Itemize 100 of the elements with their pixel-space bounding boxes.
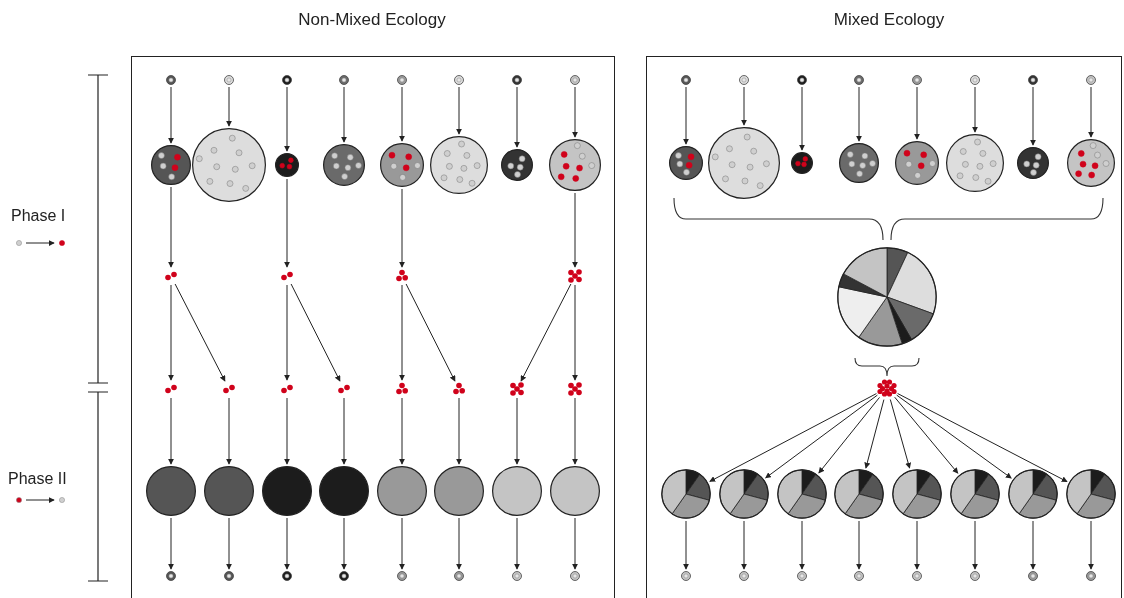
arrow: [856, 520, 862, 570]
phase-label: Phase II: [8, 470, 67, 488]
dot-cluster-icon: [395, 269, 409, 283]
arrow: [889, 399, 912, 469]
arrow: [284, 397, 290, 465]
arrow: [399, 517, 405, 570]
pie-chart: [661, 469, 711, 519]
arrow: [174, 283, 226, 382]
arrow: [972, 86, 978, 133]
arrow: [226, 86, 232, 127]
arrow: [168, 397, 174, 465]
small-cell-icon: [166, 75, 176, 85]
dot-cluster-icon: [280, 382, 294, 396]
shaded-circle: [204, 466, 254, 516]
dotted-circle: [380, 143, 424, 187]
arrow: [572, 192, 578, 268]
pie-chart: [1008, 469, 1058, 519]
arrow: [1088, 86, 1094, 138]
arrow: [168, 517, 174, 570]
dot-cluster-icon: [510, 382, 524, 396]
pie-chart: [950, 469, 1000, 519]
arrow: [341, 86, 347, 143]
small-cell-icon: [970, 75, 980, 85]
arrow: [572, 517, 578, 570]
dot-cluster-icon: [568, 382, 582, 396]
arrow: [456, 517, 462, 570]
shaded-circle: [550, 466, 600, 516]
panel-title: Mixed Ecology: [833, 10, 945, 30]
small-cell-icon: [797, 75, 807, 85]
arrow: [399, 86, 405, 142]
arrow: [914, 520, 920, 570]
arrow: [520, 283, 572, 382]
shaded-circle: [492, 466, 542, 516]
dot-cluster-icon: [164, 382, 178, 396]
arrow: [290, 283, 341, 382]
dotted-circle: [791, 152, 813, 174]
arrow: [284, 284, 290, 381]
dotted-circle: [151, 145, 191, 185]
arrow: [226, 517, 232, 570]
dotted-circle: [323, 144, 365, 186]
arrow: [168, 284, 174, 381]
arrow: [284, 517, 290, 570]
small-cell-icon: [1086, 571, 1096, 581]
dot-cluster-icon: [452, 382, 466, 396]
small-cell-icon: [681, 571, 691, 581]
dotted-circle: [501, 149, 533, 181]
arrow: [572, 86, 578, 138]
shaded-circle: [434, 466, 484, 516]
small-cell-icon: [224, 75, 234, 85]
arrow: [914, 86, 920, 140]
dotted-circle: [895, 141, 939, 185]
dot-cluster-icon: [280, 269, 294, 283]
arrow: [456, 397, 462, 465]
arrow: [399, 188, 405, 268]
small-cell-icon: [1028, 571, 1038, 581]
arrow: [683, 520, 689, 570]
arrow: [341, 517, 347, 570]
phase-label: Phase I: [11, 207, 66, 225]
small-cell-icon: [397, 75, 407, 85]
small-cell-icon: [797, 571, 807, 581]
arrow: [284, 178, 290, 268]
small-cell-icon: [282, 75, 292, 85]
pie-chart: [719, 469, 769, 519]
small-cell-icon: [681, 75, 691, 85]
dotted-circle: [549, 139, 601, 191]
dot-cluster-icon: [568, 269, 582, 283]
small-cell-icon: [912, 75, 922, 85]
dotted-circle: [708, 127, 780, 199]
arrow: [514, 86, 520, 148]
arrow: [1030, 520, 1036, 570]
shaded-circle: [319, 466, 369, 516]
small-cell-icon: [739, 571, 749, 581]
shaded-circle: [262, 466, 312, 516]
small-cell-icon: [854, 571, 864, 581]
arrow: [456, 86, 462, 135]
shaded-circle: [146, 466, 196, 516]
arrow: [799, 86, 805, 151]
arrow: [572, 284, 578, 381]
arrow: [799, 520, 805, 570]
dotted-circle: [192, 128, 266, 202]
arrow: [896, 394, 1012, 479]
pie-chart: [892, 469, 942, 519]
small-cell-icon: [1028, 75, 1038, 85]
arrow: [897, 393, 1068, 483]
dot-cluster-icon: [164, 269, 178, 283]
arrow: [226, 397, 232, 465]
small-cell-icon: [454, 75, 464, 85]
shaded-circle: [377, 466, 427, 516]
dot-cluster-icon: [337, 382, 351, 396]
arrow: [341, 397, 347, 465]
arrow: [572, 397, 578, 465]
arrow: [741, 520, 747, 570]
small-cell-icon: [454, 571, 464, 581]
small-cell-icon: [970, 571, 980, 581]
dot-cluster-icon: [877, 378, 897, 398]
arrow: [856, 86, 862, 142]
arrow: [864, 399, 885, 469]
arrow: [514, 397, 520, 465]
small-cell-icon: [512, 75, 522, 85]
arrow: [972, 520, 978, 570]
